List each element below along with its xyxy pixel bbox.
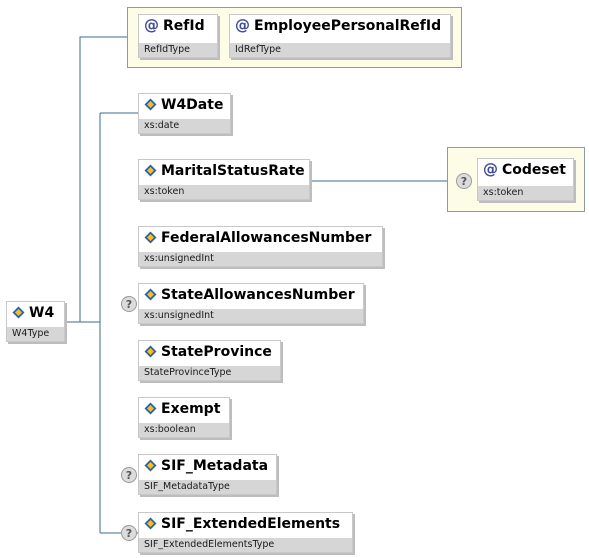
element-maritalstatusrate[interactable]: MaritalStatusRate xs:token: [138, 159, 310, 200]
element-federalallowancesnumber[interactable]: FederalAllowancesNumber xs:unsignedInt: [138, 226, 383, 267]
element-sif-metadata[interactable]: SIF_Metadata SIF_MetadataType: [138, 454, 277, 495]
element-type: SIF_MetadataType: [139, 480, 276, 494]
attribute-icon: @: [144, 16, 159, 34]
element-icon: [144, 517, 157, 530]
element-icon: [144, 402, 157, 415]
element-icon: [144, 459, 157, 472]
optional-question-icon: ?: [121, 467, 137, 483]
attribute-type: xs:token: [478, 186, 573, 200]
element-stateprovince[interactable]: StateProvince StateProvinceType: [138, 340, 281, 381]
element-type: xs:token: [139, 185, 309, 199]
element-name: W4: [29, 304, 55, 321]
optional-question-icon: ?: [456, 173, 472, 189]
element-type: xs:boolean: [139, 423, 229, 437]
element-name: StateProvince: [161, 343, 272, 360]
element-icon: [12, 306, 25, 319]
attribute-refid[interactable]: @ RefId RefIdType: [138, 14, 218, 58]
element-stateallowancesnumber[interactable]: StateAllowancesNumber xs:unsignedInt: [138, 283, 364, 324]
attribute-icon: @: [483, 160, 498, 178]
optional-question-icon: ?: [121, 525, 137, 541]
attribute-name: RefId: [163, 17, 205, 34]
element-type: StateProvinceType: [139, 366, 280, 380]
attribute-codeset[interactable]: @ Codeset xs:token: [477, 158, 574, 201]
codeset-attribute-group: ? @ Codeset xs:token: [447, 147, 585, 212]
element-name: MaritalStatusRate: [161, 162, 305, 179]
optional-question-icon: ?: [121, 296, 137, 312]
attribute-name: EmployeePersonalRefId: [254, 17, 442, 34]
element-sif-extendedelements[interactable]: SIF_ExtendedElements SIF_ExtendedElement…: [138, 512, 353, 553]
element-type: xs:unsignedInt: [139, 309, 363, 323]
attribute-employeepersonalrefid[interactable]: @ EmployeePersonalRefId IdRefType: [229, 14, 451, 58]
element-name: StateAllowancesNumber: [161, 286, 355, 303]
element-name: W4Date: [161, 96, 224, 113]
attribute-group: @ RefId RefIdType @ EmployeePersonalRefI…: [127, 7, 462, 68]
element-name: SIF_ExtendedElements: [161, 515, 341, 532]
element-name: FederalAllowancesNumber: [161, 229, 372, 246]
element-type: W4Type: [7, 327, 64, 341]
element-type: xs:unsignedInt: [139, 252, 382, 266]
element-icon: [144, 288, 157, 301]
element-icon: [144, 231, 157, 244]
element-icon: [144, 164, 157, 177]
root-element-w4[interactable]: W4 W4Type: [6, 301, 65, 342]
element-name: Exempt: [161, 400, 221, 417]
attribute-type: RefIdType: [139, 43, 217, 57]
element-w4date[interactable]: W4Date xs:date: [138, 93, 231, 134]
attribute-name: Codeset: [502, 161, 566, 178]
element-exempt[interactable]: Exempt xs:boolean: [138, 397, 230, 438]
element-icon: [144, 98, 157, 111]
attribute-type: IdRefType: [230, 43, 450, 57]
element-name: SIF_Metadata: [161, 457, 269, 474]
element-type: SIF_ExtendedElementsType: [139, 538, 352, 552]
element-type: xs:date: [139, 119, 230, 133]
element-icon: [144, 345, 157, 358]
attribute-icon: @: [235, 16, 250, 34]
